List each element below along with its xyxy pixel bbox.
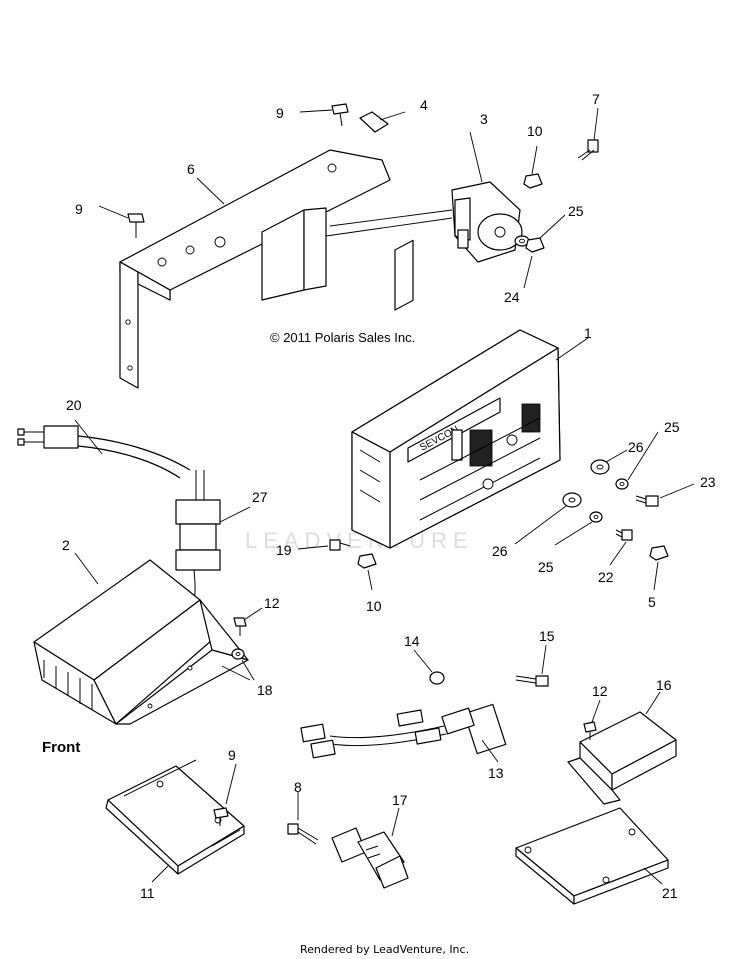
grommet-part-14	[429, 671, 445, 685]
callout-19: 19	[276, 542, 292, 558]
callout-9-bottom: 9	[228, 747, 236, 763]
footer-credit: Rendered by LeadVenture, Inc.	[300, 943, 469, 956]
callout-21: 21	[662, 885, 678, 901]
callout-26-upper: 26	[628, 439, 644, 455]
plate-part-21	[515, 807, 669, 905]
copyright-notice: © 2011 Polaris Sales Inc.	[270, 330, 415, 345]
nut-part-10-mid	[357, 553, 377, 569]
nut-part-5	[649, 545, 669, 561]
washer-part-25-upper	[615, 478, 629, 490]
callout-4: 4	[420, 97, 428, 113]
washer-part-26-upper	[590, 459, 610, 475]
front-label: Front	[42, 739, 80, 756]
callout-2: 2	[62, 537, 70, 553]
nut-part-24	[525, 237, 545, 253]
callout-8: 8	[294, 779, 302, 795]
callout-10-mid: 10	[366, 598, 382, 614]
solenoid-part-3	[451, 181, 523, 263]
harness-part-13	[300, 703, 507, 759]
bracket-part-6	[119, 149, 391, 389]
connector-part-17	[331, 827, 409, 889]
bolt-part-9-bottom	[213, 807, 229, 826]
clip-part-4	[359, 111, 389, 133]
callout-18: 18	[257, 682, 273, 698]
callout-5: 5	[648, 594, 656, 610]
callout-27: 27	[252, 489, 268, 505]
callout-24: 24	[504, 289, 520, 305]
callout-17: 17	[392, 792, 408, 808]
callout-12-left: 12	[264, 595, 280, 611]
callout-26-lower: 26	[492, 543, 508, 559]
washer-part-25-lower	[589, 511, 603, 523]
controller-part-1: SEVCON	[351, 239, 561, 549]
plate-part-11	[105, 759, 245, 875]
washer-part-26-lower	[562, 492, 582, 508]
bolt-part-12-right	[583, 721, 597, 740]
callout-14: 14	[404, 633, 420, 649]
bolt-part-9-top	[331, 103, 349, 127]
callout-25-upper: 25	[664, 419, 680, 435]
callout-20: 20	[66, 397, 82, 413]
callout-22: 22	[598, 569, 614, 585]
callout-12-right: 12	[592, 683, 608, 699]
callout-11: 11	[140, 885, 155, 901]
bolt-part-9-left	[127, 213, 145, 238]
washer-part-18	[231, 648, 245, 660]
callout-16: 16	[656, 677, 672, 693]
bolt-part-7	[577, 139, 599, 161]
bolt-part-12-left	[233, 617, 247, 636]
callout-1: 1	[584, 325, 592, 341]
bolt-part-19	[329, 539, 351, 551]
bolt-part-8	[287, 823, 319, 845]
bolt-part-23	[635, 495, 659, 507]
callout-15: 15	[539, 628, 555, 644]
bolt-part-15	[515, 675, 549, 687]
callout-7: 7	[592, 91, 600, 107]
callout-25-lower: 25	[538, 559, 554, 575]
callout-25-top: 25	[568, 203, 584, 219]
bolt-part-22	[615, 529, 633, 541]
nut-part-10-top	[523, 173, 543, 189]
charger-part-2	[33, 559, 249, 725]
callout-6: 6	[187, 161, 195, 177]
callout-13: 13	[488, 765, 504, 781]
callout-3: 3	[480, 111, 488, 127]
module-part-16	[567, 711, 677, 805]
callout-9-left: 9	[75, 201, 83, 217]
cord-part-20	[17, 425, 191, 479]
callout-10-top: 10	[527, 123, 543, 139]
callout-23: 23	[700, 474, 716, 490]
callout-9-top: 9	[276, 105, 284, 121]
